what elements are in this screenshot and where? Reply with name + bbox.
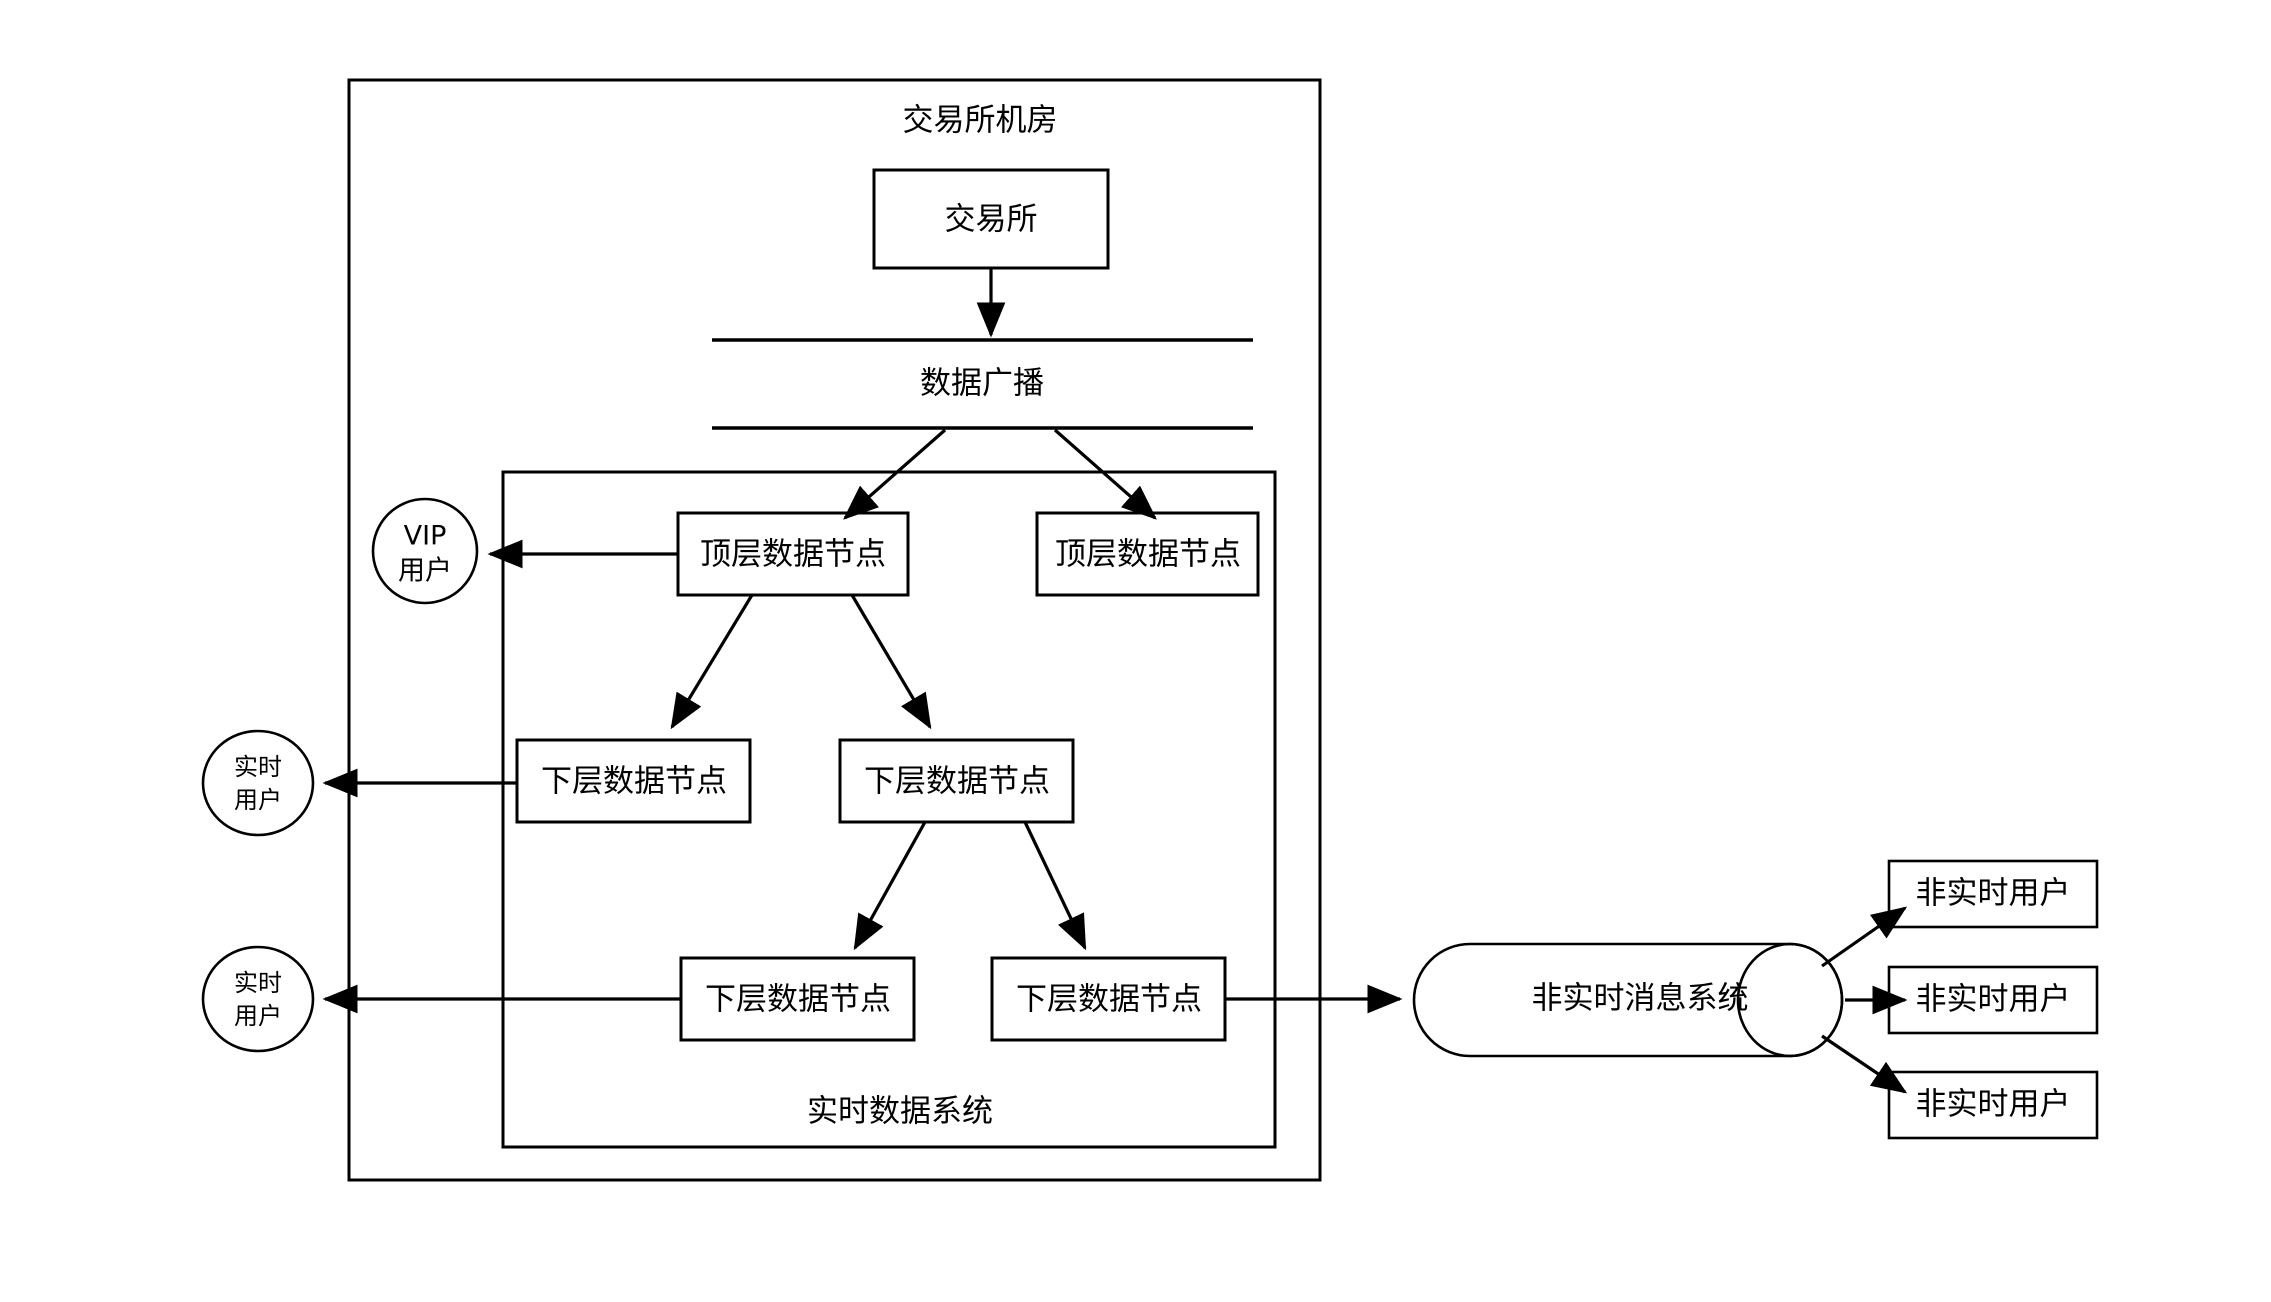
vip-user-node[interactable] <box>371 497 479 605</box>
vip-user-label-line2: 用户 <box>398 556 452 587</box>
mid-data-node-1-label: 下层数据节点 <box>541 764 727 800</box>
message-system-label: 非实时消息系统 <box>1532 981 1749 1017</box>
nonrealtime-user-3-label: 非实时用户 <box>1916 1087 2071 1123</box>
connector-message-system-to-nonrealtime-user-3 <box>1821 1034 1908 1094</box>
top-data-node-1-label: 顶层数据节点 <box>700 537 886 573</box>
nonrealtime-user-1-label: 非实时用户 <box>1916 876 2071 912</box>
realtime-user-2-label-line1: 实时 <box>234 969 282 997</box>
bottom-data-node-2-label: 下层数据节点 <box>1016 982 1202 1018</box>
exchange-box-label: 交易所 <box>945 202 1038 238</box>
realtime-data-system-label: 实时数据系统 <box>807 1094 993 1130</box>
realtime-user-1-label-line1: 实时 <box>234 753 282 781</box>
nonrealtime-user-2-label: 非实时用户 <box>1916 982 2071 1018</box>
realtime-user-1-label-line2: 用户 <box>234 786 282 814</box>
mid-data-node-2-label: 下层数据节点 <box>864 764 1050 800</box>
message-system-cylinder-cap <box>1736 942 1844 1058</box>
realtime-user-2-label-line2: 用户 <box>234 1002 282 1030</box>
connector-top-node-to-mid-node-1 <box>670 594 754 730</box>
realtime-user-node-2[interactable] <box>201 945 315 1053</box>
realtime-user-node-1[interactable] <box>201 729 315 837</box>
connector-bus-to-top-node-1 <box>843 428 947 520</box>
vip-user-label-line1: VIP <box>404 521 447 552</box>
top-data-node-2[interactable] <box>1035 511 1260 597</box>
nonrealtime-user-box-2[interactable] <box>1887 965 2099 1035</box>
top-data-node-2-label: 顶层数据节点 <box>1055 537 1241 573</box>
connector-top-node-to-mid-node-2 <box>850 594 932 730</box>
connector-mid-node-to-bottom-node-1 <box>853 821 927 951</box>
mid-data-node-2[interactable] <box>838 738 1075 824</box>
nonrealtime-user-box-1[interactable] <box>1887 859 2099 929</box>
connector-bus-to-top-node-2 <box>1053 428 1157 520</box>
connector-mid-node-to-bottom-node-2 <box>1023 821 1087 951</box>
bottom-data-node-1-label: 下层数据节点 <box>705 982 891 1018</box>
exchange-datacenter-container <box>347 78 1322 1182</box>
nonrealtime-user-box-3[interactable] <box>1887 1070 2099 1140</box>
connector-message-system-to-nonrealtime-user-1 <box>1821 906 1908 968</box>
broadcast-bus-label: 数据广播 <box>920 366 1044 402</box>
realtime-data-system-region <box>501 470 1277 1149</box>
mid-data-node-1[interactable] <box>515 738 752 824</box>
exchange-datacenter-title: 交易所机房 <box>903 103 1058 139</box>
